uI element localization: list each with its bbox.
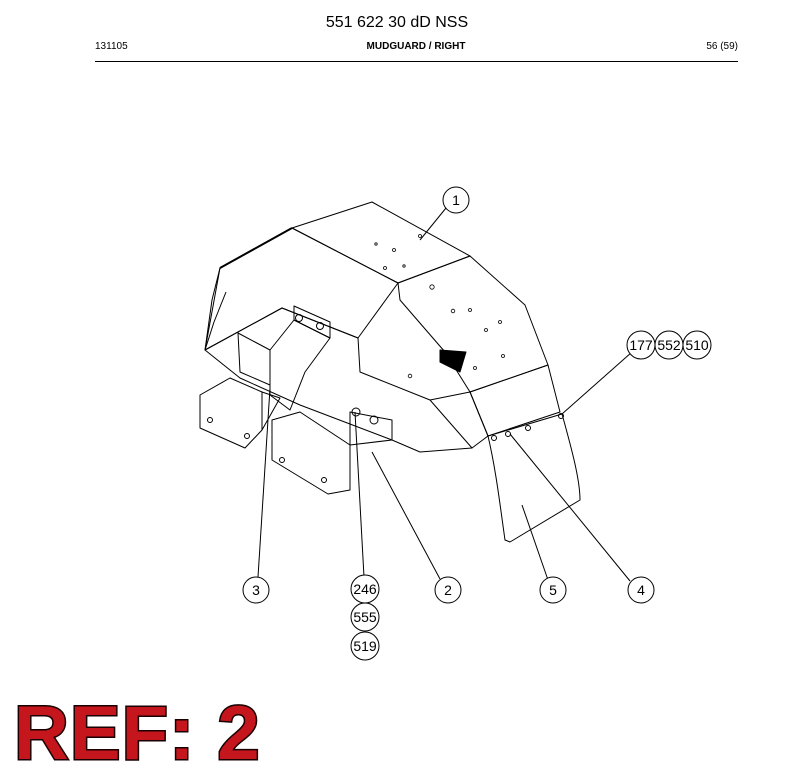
leader-lines	[257, 207, 633, 582]
reference-label: REF: 2	[13, 690, 262, 777]
callout-5: 5	[539, 576, 567, 604]
svg-text:519: 519	[353, 638, 377, 654]
svg-text:552: 552	[657, 337, 681, 353]
header-divider	[95, 61, 738, 62]
svg-text:4: 4	[637, 582, 645, 598]
bracket-2	[271, 407, 393, 495]
bracket-3	[199, 305, 331, 449]
callout-246: 246	[350, 574, 380, 604]
page-number: 56 (59)	[706, 41, 738, 52]
mudflap-5	[487, 413, 581, 543]
svg-text:5: 5	[549, 582, 557, 598]
mudguard-body	[204, 201, 561, 453]
mudguard-top-front-panel	[291, 201, 471, 284]
svg-text:177: 177	[629, 337, 653, 353]
mudguard-side-face	[204, 307, 473, 453]
callout-3: 3	[242, 576, 270, 604]
svg-text:246: 246	[353, 581, 377, 597]
svg-text:1: 1	[452, 192, 460, 208]
callout-1: 1	[442, 186, 470, 214]
callout-510: 510	[682, 330, 712, 360]
callout-2: 2	[434, 576, 462, 604]
callout-519: 519	[350, 631, 380, 661]
document-title: 551 622 30 dD NSS	[325, 14, 469, 31]
svg-text:2: 2	[444, 582, 452, 598]
mudguard-rear-panel	[397, 255, 549, 393]
document-code: 131105	[95, 41, 128, 52]
callout-552: 552	[654, 330, 684, 360]
svg-text:510: 510	[685, 337, 709, 353]
callout-555: 555	[350, 602, 380, 632]
svg-text:555: 555	[353, 609, 377, 625]
callout-177: 177	[626, 330, 656, 360]
part-name: MUDGUARD / RIGHT	[366, 41, 466, 52]
callout-4: 4	[627, 576, 655, 604]
mudguard-left-panel	[204, 227, 399, 351]
svg-text:3: 3	[252, 582, 260, 598]
